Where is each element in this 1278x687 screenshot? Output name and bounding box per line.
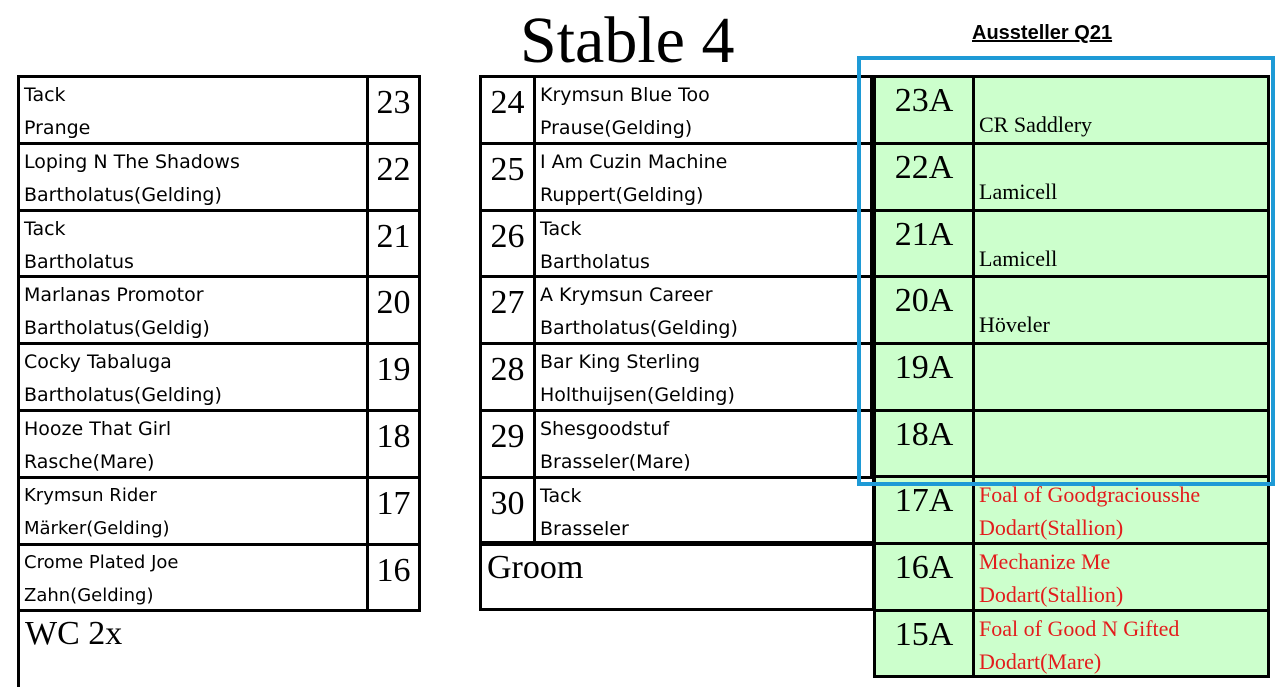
foal-owner: Dodart(Stallion) — [979, 515, 1124, 540]
horse-name: A Krymsun Career — [540, 284, 713, 307]
wc-label: WC 2x — [25, 615, 123, 652]
foal-name: Foal of Good N Gifted — [979, 615, 1180, 641]
stall-number: 26 — [479, 208, 536, 279]
horse-name: I Am Cuzin Machine — [540, 150, 728, 173]
foal-stall-box: Mechanize Me Dodart(Stallion) — [972, 541, 1270, 612]
foal-name: Mechanize Me — [979, 548, 1111, 574]
horse-owner: Bartholatus(Gelding) — [24, 183, 222, 206]
stall-number: 30 — [479, 475, 536, 546]
stall-number: 25 — [479, 141, 536, 212]
stall-number: 23 — [366, 75, 421, 145]
horse-name: Hooze That Girl — [24, 418, 172, 440]
stall-number: 24 — [479, 75, 536, 145]
horse-owner: Brasseler — [540, 517, 629, 540]
horse-owner: Holthuijsen(Gelding) — [540, 384, 735, 407]
stall-number: 16 — [366, 542, 421, 613]
stable-title: Stable 4 — [520, 4, 735, 77]
horse-owner: Prange — [24, 117, 91, 139]
stall-number: 17 — [366, 475, 421, 546]
foal-owner: Dodart(Mare) — [979, 648, 1102, 674]
exhibitor-stall-number: 23A — [873, 75, 975, 145]
horse-name: Tack — [24, 217, 66, 240]
horse-name: Tack — [24, 84, 66, 106]
horse-owner: Bartholatus(Geldig) — [24, 317, 210, 340]
stall-number: 29 — [479, 409, 536, 479]
exhibitor-name: Lamicell — [972, 141, 1270, 212]
horse-owner: Prause(Gelding) — [540, 117, 693, 139]
foal-name: Foal of Goodgraciousshe — [979, 482, 1201, 507]
horse-name: Shesgoodstuf — [540, 418, 670, 440]
wc-area — [17, 607, 421, 687]
exhibitor-name: Lamicell — [972, 208, 1270, 279]
foal-owner: Dodart(Stallion) — [979, 581, 1124, 607]
horse-name: Bar King Sterling — [540, 351, 701, 374]
stall-number: 20 — [366, 275, 421, 346]
stall-number: 27 — [479, 275, 536, 346]
horse-name: Krymsun Rider — [24, 484, 157, 506]
exhibitor-stall-number: 21A — [873, 208, 975, 279]
horse-owner: Rasche(Mare) — [24, 451, 155, 473]
horse-owner: Ruppert(Gelding) — [540, 183, 704, 206]
groom-label: Groom — [487, 549, 584, 586]
horse-owner: Brasseler(Mare) — [540, 451, 691, 473]
stall-number: 19 — [366, 342, 421, 412]
exhibitor-name — [972, 409, 1270, 479]
stall-number: 18 — [366, 409, 421, 479]
horse-owner: Bartholatus — [540, 250, 650, 273]
exhibitor-stall-number: 20A — [873, 275, 975, 346]
exhibitor-stall-number: 19A — [873, 342, 975, 412]
stall-number: 22 — [366, 141, 421, 212]
foal-stall-number: 17A — [873, 475, 975, 545]
horse-name: Cocky Tabaluga — [24, 351, 172, 374]
horse-owner: Bartholatus — [24, 250, 134, 273]
horse-name: Tack — [540, 217, 582, 240]
exhibitor-name — [972, 342, 1270, 412]
exhibitor-name: CR Saddlery — [972, 75, 1270, 145]
foal-stall-number: 16A — [873, 541, 975, 612]
horse-owner: Märker(Gelding) — [24, 517, 170, 539]
foal-stall-number: 15A — [873, 608, 975, 679]
stall-number: 28 — [479, 342, 536, 412]
horse-name: Krymsun Blue Too — [540, 84, 710, 106]
exhibitor-stall-number: 18A — [873, 409, 975, 479]
horse-name: Tack — [540, 484, 582, 507]
horse-owner: Bartholatus(Gelding) — [540, 317, 738, 340]
horse-owner: Bartholatus(Gelding) — [24, 384, 222, 407]
horse-owner: Zahn(Gelding) — [24, 584, 154, 606]
exhibitor-stall-number: 22A — [873, 141, 975, 212]
horse-name: Loping N The Shadows — [24, 150, 240, 173]
stall-number: 21 — [366, 208, 421, 279]
horse-name: Marlanas Promotor — [24, 284, 204, 307]
horse-name: Crome Plated Joe — [24, 551, 179, 573]
exhibitor-name: Höveler — [972, 275, 1270, 346]
exhibitor-label: Aussteller Q21 — [972, 22, 1113, 44]
